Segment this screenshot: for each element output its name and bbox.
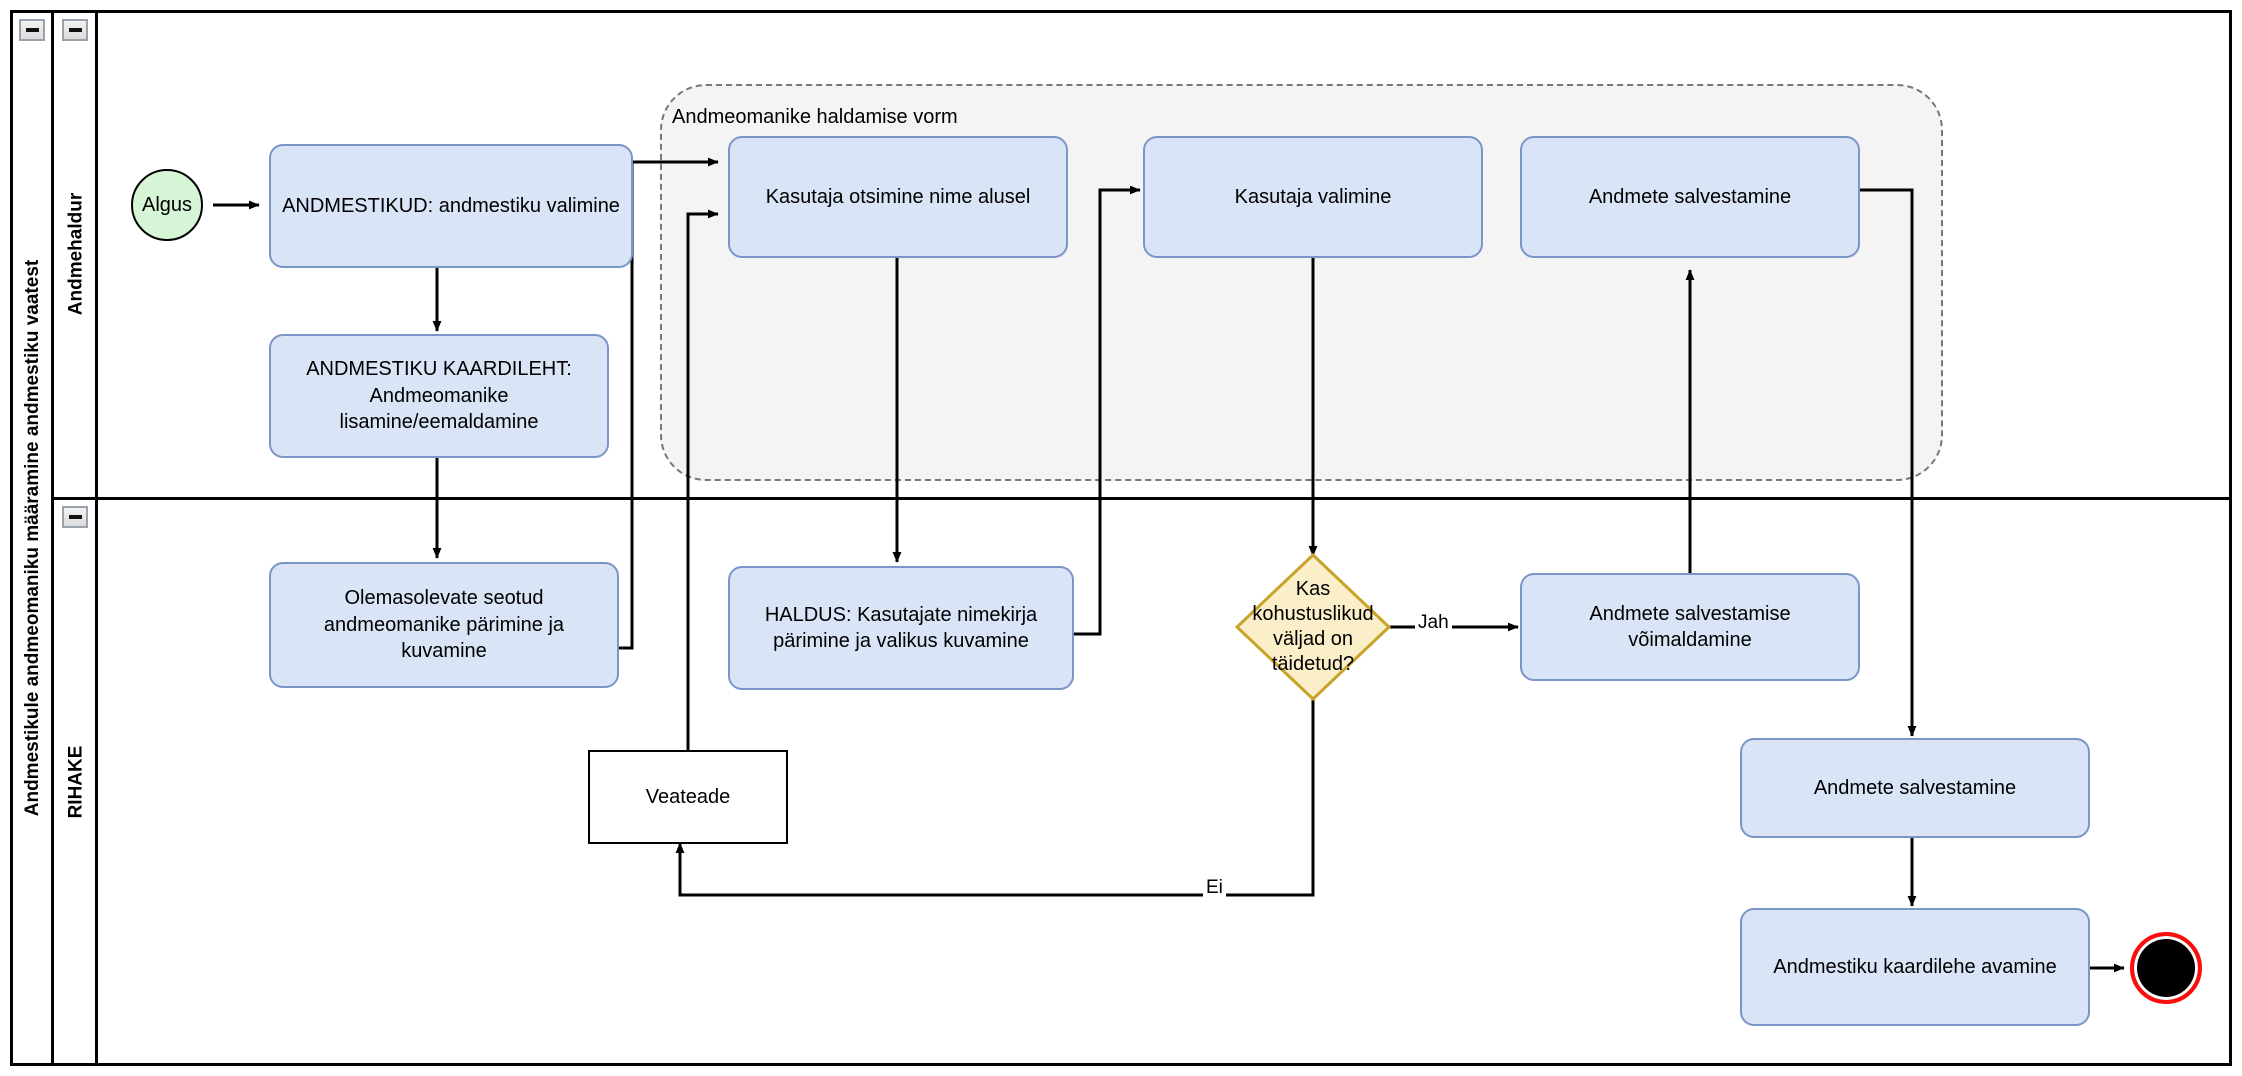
- gateway-kohustuslikud-valjad[interactable]: Kas kohustuslikud väljad on täidetud?: [1235, 553, 1391, 701]
- task-andmete-salvestamine-rihake[interactable]: Andmete salvestamine: [1740, 738, 2090, 838]
- task-haldus-nimekiri[interactable]: HALDUS: Kasutajate nimekirja pärimine ja…: [728, 566, 1074, 690]
- subprocess-label: Andmeomanike haldamise vorm: [672, 106, 958, 128]
- task-andmete-salvestamine-andmehaldur[interactable]: Andmete salvestamine: [1520, 136, 1860, 258]
- task-label: Andmestiku kaardilehe avamine: [1773, 955, 2057, 978]
- task-salvestamise-voimaldamine[interactable]: Andmete salvestamise võimaldamine: [1520, 573, 1860, 681]
- task-label: Olemasolevate seotud andmeomanike pärimi…: [323, 587, 565, 663]
- task-andmestiku-kaardileht[interactable]: ANDMESTIKU KAARDILEHT: Andmeomanike lisa…: [269, 334, 609, 458]
- task-label: Veateade: [645, 785, 731, 808]
- task-kaardilehe-avamine[interactable]: Andmestiku kaardilehe avamine: [1740, 908, 2090, 1026]
- task-label: Andmete salvestamine: [1588, 185, 1792, 208]
- pool-title: Andmestikule andmeomaniku määramine andm…: [22, 259, 43, 817]
- task-label: ANDMESTIKUD: andmestiku valimine: [282, 194, 620, 217]
- task-label: Andmete salvestamine: [1813, 776, 2017, 799]
- task-olemasolevate-parimine[interactable]: Olemasolevate seotud andmeomanike pärimi…: [269, 562, 619, 688]
- task-label: HALDUS: Kasutajate nimekirja pärimine ja…: [764, 603, 1038, 652]
- end-event[interactable]: [2130, 932, 2202, 1004]
- task-label: Andmete salvestamise võimaldamine: [1589, 602, 1791, 651]
- lane-rihake-collapse-minus-icon[interactable]: [62, 506, 88, 528]
- task-label: ANDMESTIKU KAARDILEHT: Andmeomanike lisa…: [306, 358, 572, 434]
- lane-header-rihake: RIHAKE: [54, 497, 98, 1066]
- lane-andmehaldur-collapse-minus-icon[interactable]: [62, 19, 88, 41]
- task-andmestikud-valimine[interactable]: ANDMESTIKUD: andmestiku valimine: [269, 144, 633, 268]
- edge-label-ei: Ei: [1203, 877, 1226, 899]
- start-event-algus[interactable]: Algus: [131, 169, 203, 241]
- lane-label-andmehaldur: Andmehaldur: [65, 192, 86, 315]
- pool-title-strip: Andmestikule andmeomaniku määramine andm…: [10, 10, 54, 1066]
- edge-label-jah: Jah: [1415, 612, 1452, 634]
- pool-collapse-minus-icon[interactable]: [19, 19, 45, 41]
- task-kasutaja-otsimine[interactable]: Kasutaja otsimine nime alusel: [728, 136, 1068, 258]
- lane-divider: [54, 497, 2232, 500]
- start-event-label: Algus: [141, 193, 193, 216]
- gateway-label: Kas kohustuslikud väljad on täidetud?: [1252, 578, 1374, 675]
- gateway-diamond-shape: [1235, 553, 1391, 701]
- lane-label-rihake: RIHAKE: [65, 745, 86, 818]
- task-veateade[interactable]: Veateade: [588, 750, 788, 844]
- task-label: Kasutaja valimine: [1234, 185, 1392, 208]
- task-kasutaja-valimine[interactable]: Kasutaja valimine: [1143, 136, 1483, 258]
- task-label: Kasutaja otsimine nime alusel: [765, 185, 1031, 208]
- lane-header-andmehaldur: Andmehaldur: [54, 10, 98, 497]
